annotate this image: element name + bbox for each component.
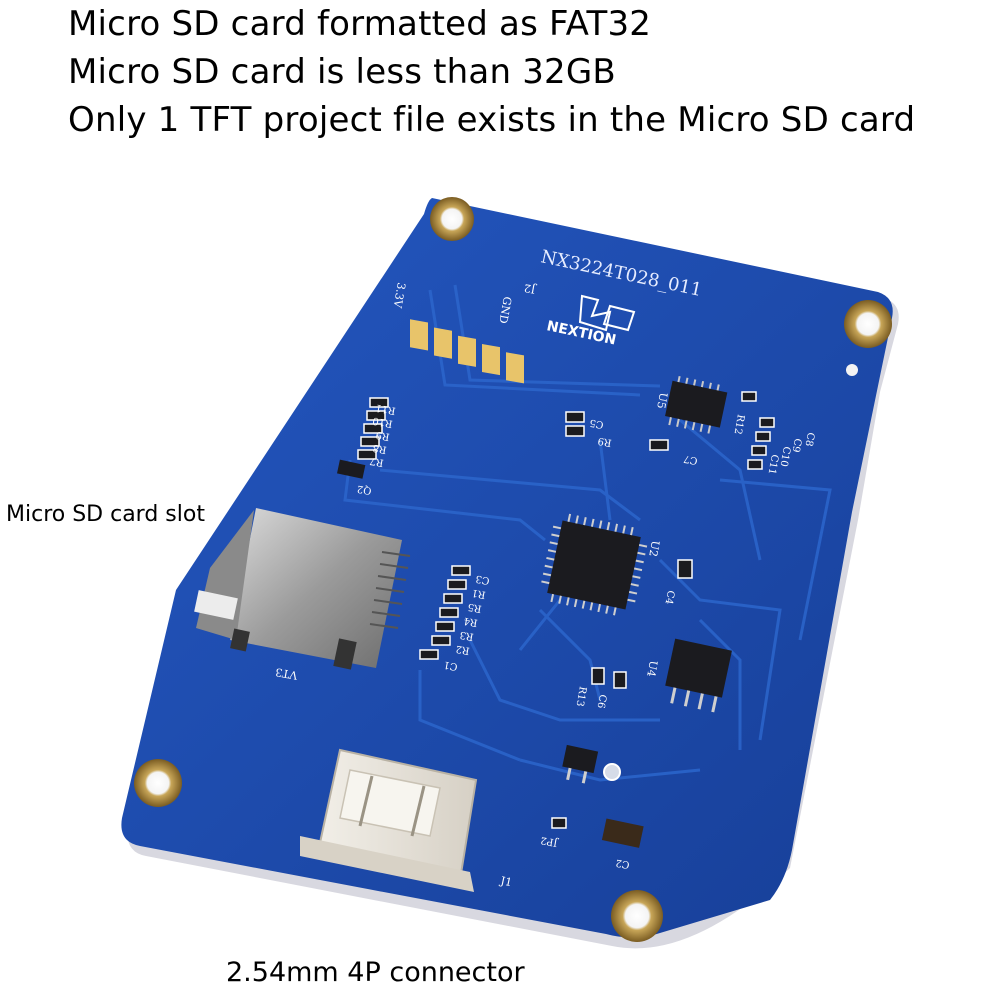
c1-label: C1: [443, 659, 459, 672]
c3-label: C3: [475, 573, 491, 586]
u5-label: U5: [654, 391, 670, 409]
pcb-board: [121, 198, 893, 938]
c7-label: C7: [683, 453, 699, 466]
r7-label: R7: [369, 455, 385, 468]
j1-label: J1: [498, 874, 513, 889]
r4-label: R4: [463, 615, 479, 628]
r11-label: R11: [375, 402, 397, 416]
r10-label: R10: [372, 415, 394, 429]
c11-label: C11: [766, 453, 780, 475]
c4-label: C4: [663, 589, 676, 605]
r13-part: [591, 667, 605, 685]
c2-label: C2: [615, 857, 631, 870]
r9b-label: R9: [597, 435, 613, 448]
j2-label: J2: [523, 281, 537, 296]
pcb-traces: [343, 284, 832, 782]
mounting-holes: [134, 197, 892, 942]
u2-mcu: [541, 513, 648, 616]
c8-label: C8: [803, 431, 816, 447]
r12-label: R12: [732, 413, 746, 435]
sd-slot-caption: Micro SD card slot: [6, 502, 205, 527]
c6-label: C6: [595, 693, 608, 709]
headline-line-3: Only 1 TFT project file exists in the Mi…: [68, 100, 916, 140]
c10-label: C10: [778, 445, 792, 467]
pin-3v3-label: 3.3V: [390, 281, 407, 309]
u4-label: U4: [644, 659, 660, 677]
r1-label: R1: [471, 587, 487, 600]
resistor-array-left: [357, 397, 389, 460]
c5-part: [565, 411, 585, 423]
u2-label: U2: [646, 539, 662, 557]
u5-chip: [665, 375, 728, 434]
c5-label: C5: [589, 417, 605, 430]
j2-pads: [410, 319, 524, 384]
r3-label: R3: [459, 629, 475, 642]
r9b-part: [565, 425, 585, 437]
r5-label: R5: [467, 601, 483, 614]
q2-label: Q2: [356, 483, 372, 496]
status-led: [603, 763, 621, 781]
connector-caption: 2.54mm 4P connector: [226, 957, 525, 988]
micro-sd-slot: [194, 508, 411, 670]
jp2-label: JP2: [540, 834, 560, 848]
u4-chip: [665, 638, 732, 713]
pin-gnd-label: GND: [496, 295, 514, 324]
mid-part-array: [419, 565, 471, 660]
c4-part: [677, 559, 693, 579]
c6-part: [613, 671, 627, 689]
r2-label: R2: [455, 643, 471, 656]
c7-part: [649, 439, 669, 451]
r13-label: R13: [574, 685, 588, 707]
j1-connector: [300, 748, 478, 892]
jp2-part: [551, 817, 567, 829]
headline-line-1: Micro SD card formatted as FAT32: [68, 4, 652, 44]
vt3-label: VT3: [274, 665, 299, 682]
q2-transistor: [337, 459, 366, 479]
cap-array-right: [741, 391, 775, 470]
r9-label: R9: [375, 429, 391, 442]
r8-label: R8: [372, 442, 388, 455]
headline-line-2: Micro SD card is less than 32GB: [68, 52, 616, 92]
u1-regulator: [562, 744, 599, 784]
c9-label: C9: [790, 437, 803, 453]
c2-capacitor: [601, 818, 644, 848]
